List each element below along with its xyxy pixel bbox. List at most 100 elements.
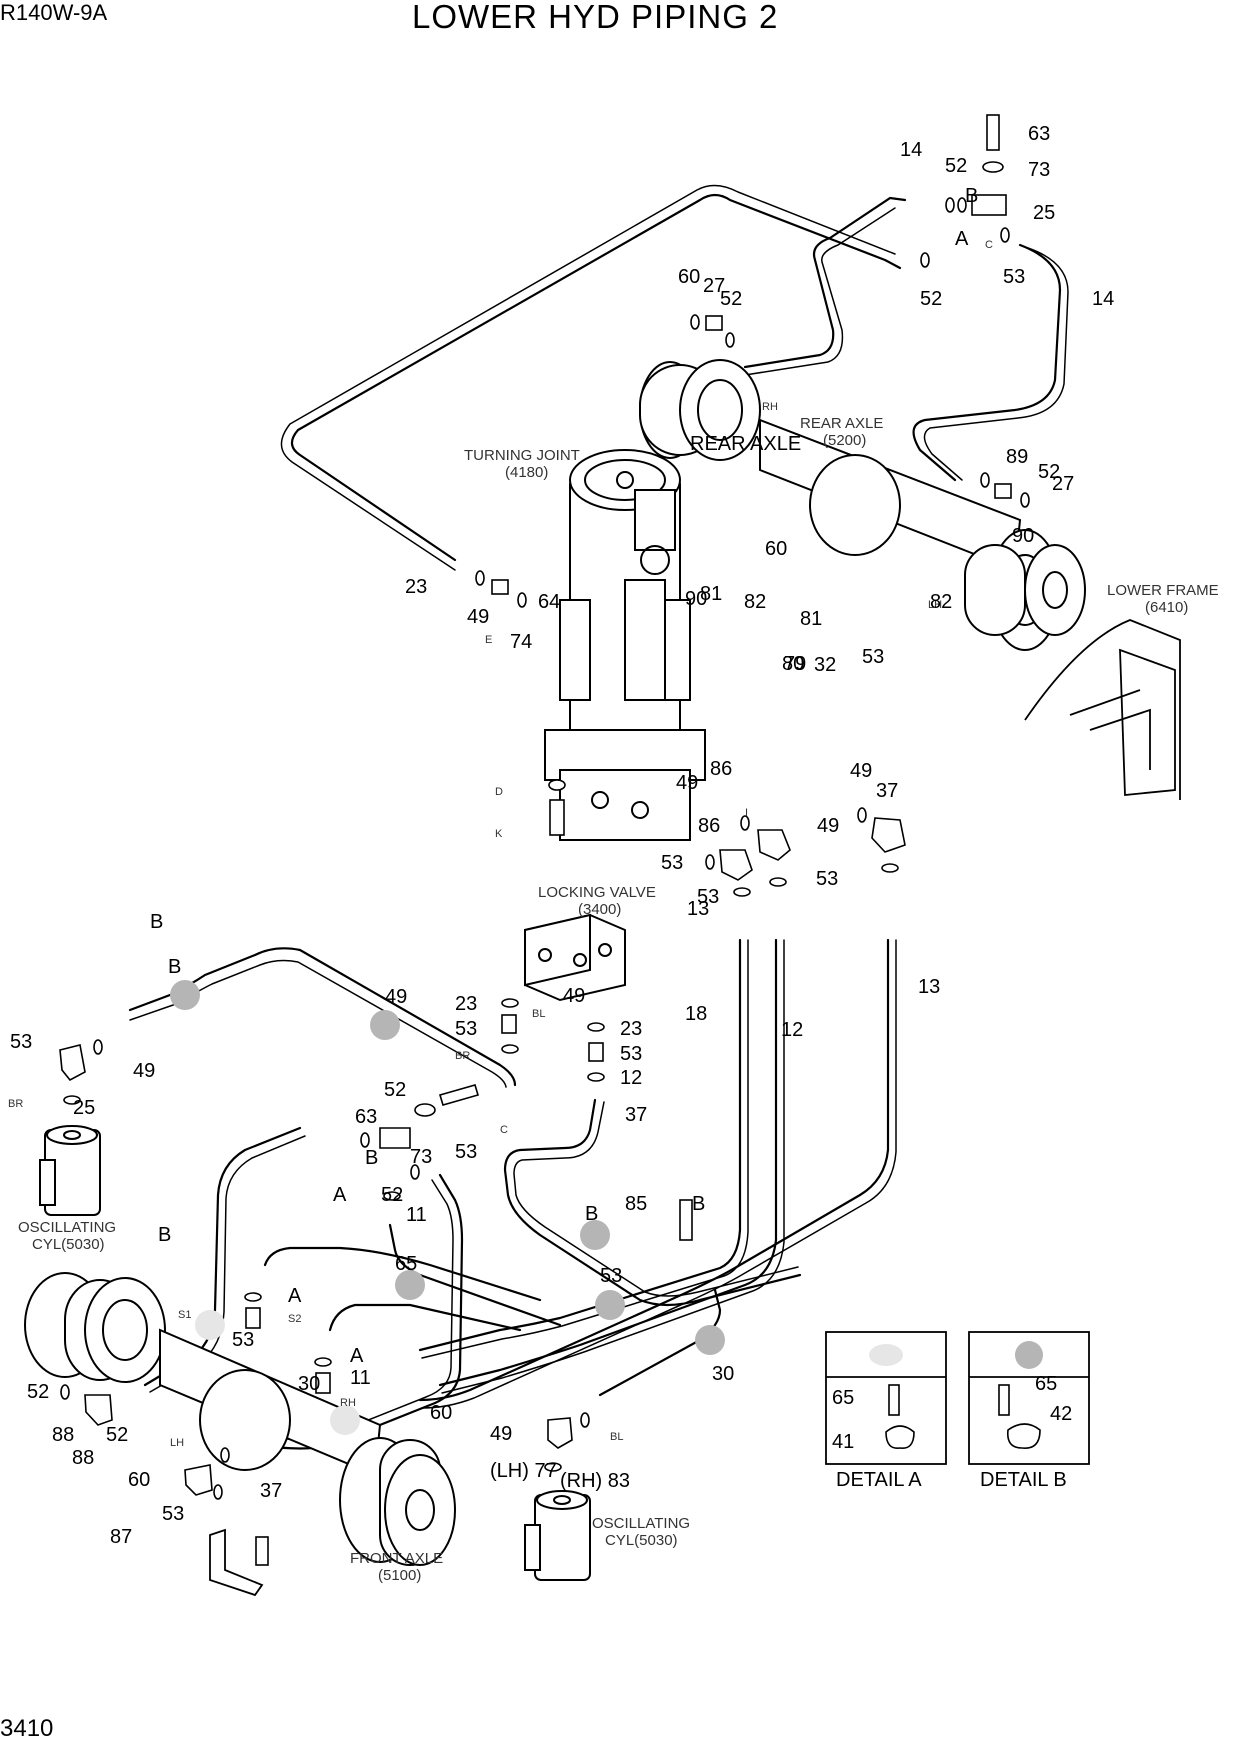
part-callout: 60: [128, 1469, 150, 1491]
hose-32: [290, 193, 902, 562]
part-callout: 88: [72, 1447, 94, 1469]
part-callout: 25: [73, 1097, 95, 1119]
part-callout: 63: [355, 1106, 377, 1128]
part-callout: 25: [1033, 202, 1055, 224]
part-callout: E: [485, 634, 492, 646]
hose-12-left-b: [421, 939, 749, 1359]
part-callout: A: [333, 1184, 347, 1206]
part-callout: 73: [1028, 159, 1050, 181]
model-code: R140W-9A: [0, 0, 108, 25]
clamp-a-marker: [195, 1310, 225, 1340]
lower-frame-code: (6410): [1145, 599, 1188, 616]
part-callout: 90: [685, 588, 707, 610]
detail-b-part-label: 65: [1035, 1373, 1057, 1395]
part-callout: B: [692, 1193, 705, 1215]
part-callout: LH: [928, 599, 942, 611]
part-callout: 23: [620, 1018, 642, 1040]
part-callout: S1: [178, 1309, 191, 1321]
hose-13-upper: [128, 947, 517, 1087]
oscillating-cyl-left-code: CYL(5030): [32, 1236, 105, 1253]
part-callout: 52: [106, 1424, 128, 1446]
clamp-b-marker: [695, 1325, 725, 1355]
part-callout: 65: [395, 1253, 417, 1275]
detail-a-part-label: 65: [832, 1387, 854, 1409]
part-callout: 37: [625, 1104, 647, 1126]
part-callout: 49: [563, 985, 585, 1007]
part-callout: 79: [784, 653, 806, 675]
part-callout: LH: [170, 1437, 184, 1449]
hose-32-inner: [280, 184, 896, 571]
turning-joint-code: (4180): [505, 464, 548, 481]
part-callout: BR: [8, 1098, 23, 1110]
part-callout: (RH) 83: [560, 1470, 630, 1492]
part-callout: 60: [765, 538, 787, 560]
rear-axle-code: (5200): [823, 432, 866, 449]
hose-13-lower: [503, 1098, 802, 1307]
part-callout: 60: [678, 266, 700, 288]
clamp-b-marker: [580, 1220, 610, 1250]
part-callout: 12: [781, 1019, 803, 1041]
part-callout: S2: [288, 1313, 301, 1325]
component-labels: TURNING JOINT (4180) REAR AXLE (5200) LO…: [18, 415, 1219, 1584]
locking-valve-code: (3400): [578, 901, 621, 918]
fittings: [59, 114, 1030, 1566]
part-callout: A: [350, 1345, 364, 1367]
part-callout: 14: [900, 139, 922, 161]
hose-13-upper-b: [129, 959, 507, 1088]
part-callout: B: [365, 1147, 378, 1169]
part-callout: A: [288, 1285, 302, 1307]
part-callout: 52: [720, 288, 742, 310]
part-callout: 64: [538, 591, 560, 613]
part-callout: 14: [1092, 288, 1114, 310]
part-callout: 12: [620, 1067, 642, 1089]
part-callout: 49: [133, 1060, 155, 1082]
clamp-a-marker: [330, 1405, 360, 1435]
part-callout: B: [965, 185, 978, 207]
part-callout: 52: [920, 288, 942, 310]
part-callout: 86: [698, 815, 720, 837]
detail-a-title: DETAIL A: [836, 1469, 922, 1491]
part-callout: 53: [697, 886, 719, 908]
part-callout: 86: [710, 758, 732, 780]
part-callout: 53: [455, 1018, 477, 1040]
hose-12-right: [418, 938, 890, 1402]
part-callout: 53: [816, 868, 838, 890]
part-callout: 13: [918, 976, 940, 998]
pipe-routes: [128, 184, 1069, 1450]
page-number: 3410: [0, 1715, 54, 1742]
part-callout: 53: [620, 1043, 642, 1065]
part-callout: 53: [162, 1503, 184, 1525]
part-callout: 37: [876, 780, 898, 802]
part-callout: 30: [712, 1363, 734, 1385]
clamp-markers: [170, 980, 725, 1435]
part-callout: 90: [1012, 525, 1034, 547]
part-callout: 23: [405, 576, 427, 598]
detail-a-clamp-swatch: [869, 1344, 903, 1366]
part-callout: C: [500, 1124, 508, 1136]
clamp-b-marker: [595, 1290, 625, 1320]
part-callout: 85: [625, 1193, 647, 1215]
part-callout: 32: [814, 654, 836, 676]
locking-valve-label: LOCKING VALVE: [538, 884, 656, 901]
part-callout: 49: [817, 815, 839, 837]
page-title: LOWER HYD PIPING 2: [412, 0, 779, 35]
part-callout: B: [168, 956, 181, 978]
hose-11-right: [258, 1173, 464, 1450]
part-callout: 11: [350, 1367, 371, 1389]
part-callout: 53: [661, 852, 683, 874]
part-callout: 23: [455, 993, 477, 1015]
part-callout: 81: [800, 608, 822, 630]
part-callout: 37: [260, 1480, 282, 1502]
part-callout: B: [158, 1224, 171, 1246]
part-callout: 49: [490, 1423, 512, 1445]
clamp-b-marker: [395, 1270, 425, 1300]
lower-frame: [1024, 619, 1181, 800]
part-callout: 53: [455, 1141, 477, 1163]
part-callout: B: [150, 911, 163, 933]
front-axle-code: (5100): [378, 1567, 421, 1584]
part-callout: 52: [381, 1184, 403, 1206]
bracket-77-83: [209, 1528, 264, 1597]
part-callout: 73: [410, 1146, 432, 1168]
